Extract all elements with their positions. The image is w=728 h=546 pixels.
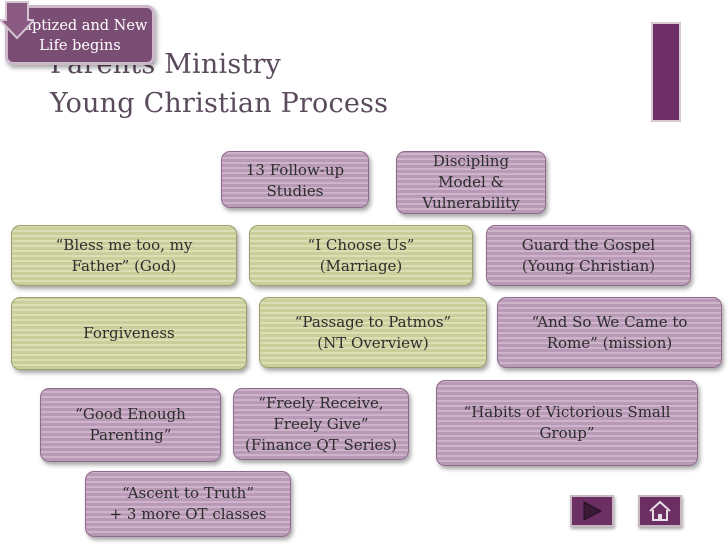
- forgiveness-label: Forgiveness: [83, 324, 175, 342]
- down-arrow-icon: [0, 1, 34, 40]
- bless-me-label: “Bless me too, my Father” (God): [55, 235, 193, 275]
- i-choose-us-label: “I Choose Us” (Marriage): [307, 235, 415, 275]
- discipling-label: Discipling Model & Vulnerability: [422, 152, 520, 212]
- bless-me-box[interactable]: “Bless me too, my Father” (God): [11, 225, 237, 286]
- rome-mission-box[interactable]: “And So We Came to Rome” (mission): [497, 297, 722, 368]
- i-choose-us-box[interactable]: “I Choose Us” (Marriage): [249, 225, 473, 286]
- passage-to-patmos-box[interactable]: “Passage to Patmos” (NT Overview): [259, 297, 487, 368]
- ascent-to-truth-label: “Ascent to Truth” + 3 more OT classes: [109, 484, 267, 523]
- decorative-bar: [651, 22, 681, 122]
- habits-small-group-label: “Habits of Victorious Small Group”: [463, 403, 671, 442]
- home-button[interactable]: [638, 495, 682, 527]
- habits-small-group-box[interactable]: “Habits of Victorious Small Group”: [436, 380, 698, 466]
- home-icon: [649, 500, 671, 521]
- next-slide-button[interactable]: [570, 495, 614, 527]
- forgiveness-box[interactable]: Forgiveness: [11, 297, 247, 370]
- rome-mission-label: “And So We Came to Rome” (mission): [531, 312, 688, 352]
- play-arrow-icon: [583, 501, 603, 521]
- freely-receive-box[interactable]: “Freely Receive, Freely Give” (Finance Q…: [233, 388, 409, 460]
- good-enough-parenting-label: “Good Enough Parenting”: [75, 405, 186, 444]
- passage-to-patmos-label: “Passage to Patmos” (NT Overview): [294, 312, 452, 352]
- followup-studies-label: 13 Follow-up Studies: [245, 161, 345, 200]
- badge-label: Baptized and New Life begins: [12, 18, 148, 54]
- baptized-badge[interactable]: Baptized and New Life begins: [5, 5, 155, 65]
- guard-gospel-box[interactable]: Guard the Gospel (Young Christian): [486, 225, 691, 286]
- guard-gospel-label: Guard the Gospel (Young Christian): [521, 235, 656, 275]
- good-enough-parenting-box[interactable]: “Good Enough Parenting”: [40, 388, 221, 462]
- title-line-2: Young Christian Process: [50, 88, 389, 119]
- followup-studies-box[interactable]: 13 Follow-up Studies: [221, 151, 369, 208]
- discipling-box[interactable]: Discipling Model & Vulnerability: [396, 151, 546, 214]
- ascent-to-truth-box[interactable]: “Ascent to Truth” + 3 more OT classes: [85, 471, 291, 537]
- freely-receive-label: “Freely Receive, Freely Give” (Finance Q…: [245, 393, 397, 454]
